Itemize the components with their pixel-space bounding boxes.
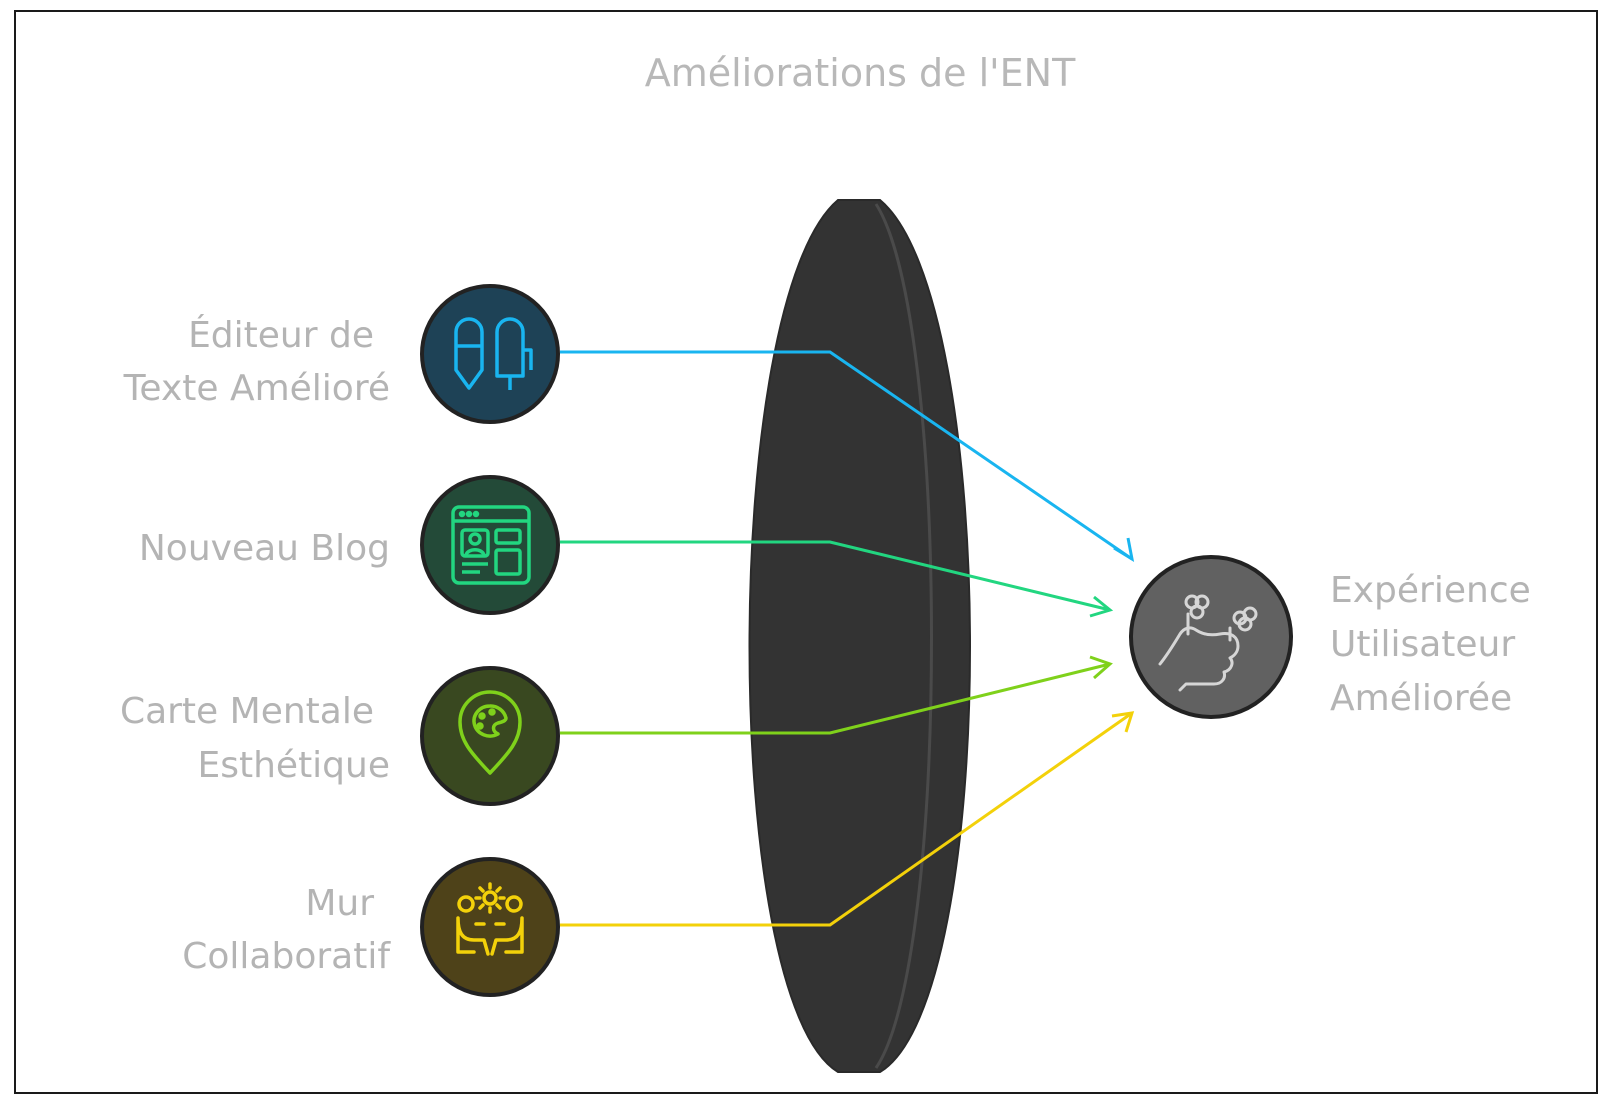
connector-blog — [560, 540, 1114, 618]
connector-mindmap — [560, 655, 1113, 735]
input-node-blog — [420, 475, 560, 615]
pencil-pen-icon — [454, 317, 533, 390]
output-node — [1129, 555, 1293, 719]
diagram-frame — [14, 10, 1598, 1094]
input-node-editor — [420, 284, 560, 424]
input-label-editor-line1: Éditeur de — [188, 314, 374, 356]
input-label-wall-line1: Mur — [305, 883, 374, 924]
blog-layout-icon — [451, 505, 531, 585]
input-label-editor-line2: Texte Amélioré — [123, 368, 390, 409]
output-label-line1: Expérience — [1330, 570, 1531, 611]
input-node-mindmap — [420, 666, 560, 806]
collaboration-icon — [456, 882, 524, 956]
input-label-mindmap-line2: Esthétique — [197, 745, 390, 786]
connector-wall — [560, 711, 1135, 927]
input-label-blog: Nouveau Blog — [139, 528, 390, 569]
palette-pin-icon — [458, 690, 522, 775]
output-label-line2: Utilisateur — [1330, 624, 1515, 665]
diagram-title: Améliorations de l'ENT — [645, 51, 1076, 95]
output-label-line3: Améliorée — [1330, 678, 1512, 719]
lens-shape — [748, 199, 971, 1073]
input-node-wall — [420, 857, 560, 997]
input-label-mindmap-line1: Carte Mentale — [120, 691, 374, 732]
connector-editor — [560, 350, 1135, 563]
input-label-wall-line2: Collaboratif — [182, 936, 391, 977]
thumbs-up-flowers-icon — [1158, 594, 1258, 692]
